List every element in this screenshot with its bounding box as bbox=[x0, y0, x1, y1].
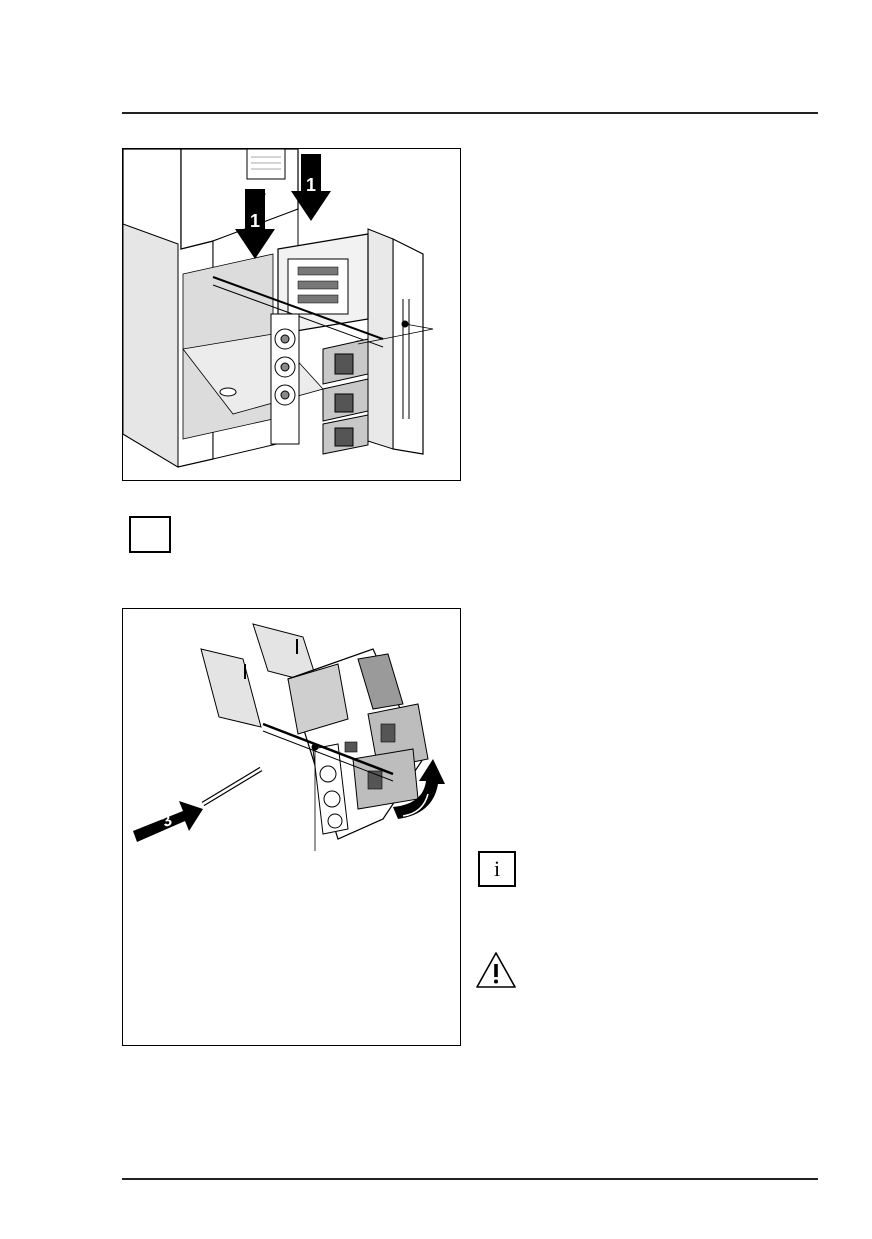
callout-label: 1 bbox=[250, 211, 260, 231]
figure-server-cabinet: 1 1 bbox=[122, 148, 461, 481]
drawer-illustration: 3 bbox=[133, 623, 445, 851]
info-icon: i bbox=[478, 851, 516, 887]
pin-icon bbox=[201, 766, 263, 807]
arrow-1-left-icon: 1 bbox=[235, 189, 275, 259]
arrow-1-right-icon: 1 bbox=[291, 154, 331, 221]
callout-label: 1 bbox=[306, 175, 316, 195]
warning-triangle-icon bbox=[476, 952, 516, 988]
empty-square-icon bbox=[129, 516, 171, 553]
figure-drawer-tilt: 3 bbox=[122, 608, 461, 1046]
info-glyph: i bbox=[493, 856, 501, 881]
cabinet-illustration: 1 1 bbox=[123, 149, 434, 468]
rotate-arrow-icon bbox=[393, 759, 445, 819]
header-rule bbox=[122, 112, 818, 114]
arrow-3-icon: 3 bbox=[133, 801, 203, 842]
footer-rule bbox=[122, 1178, 818, 1180]
